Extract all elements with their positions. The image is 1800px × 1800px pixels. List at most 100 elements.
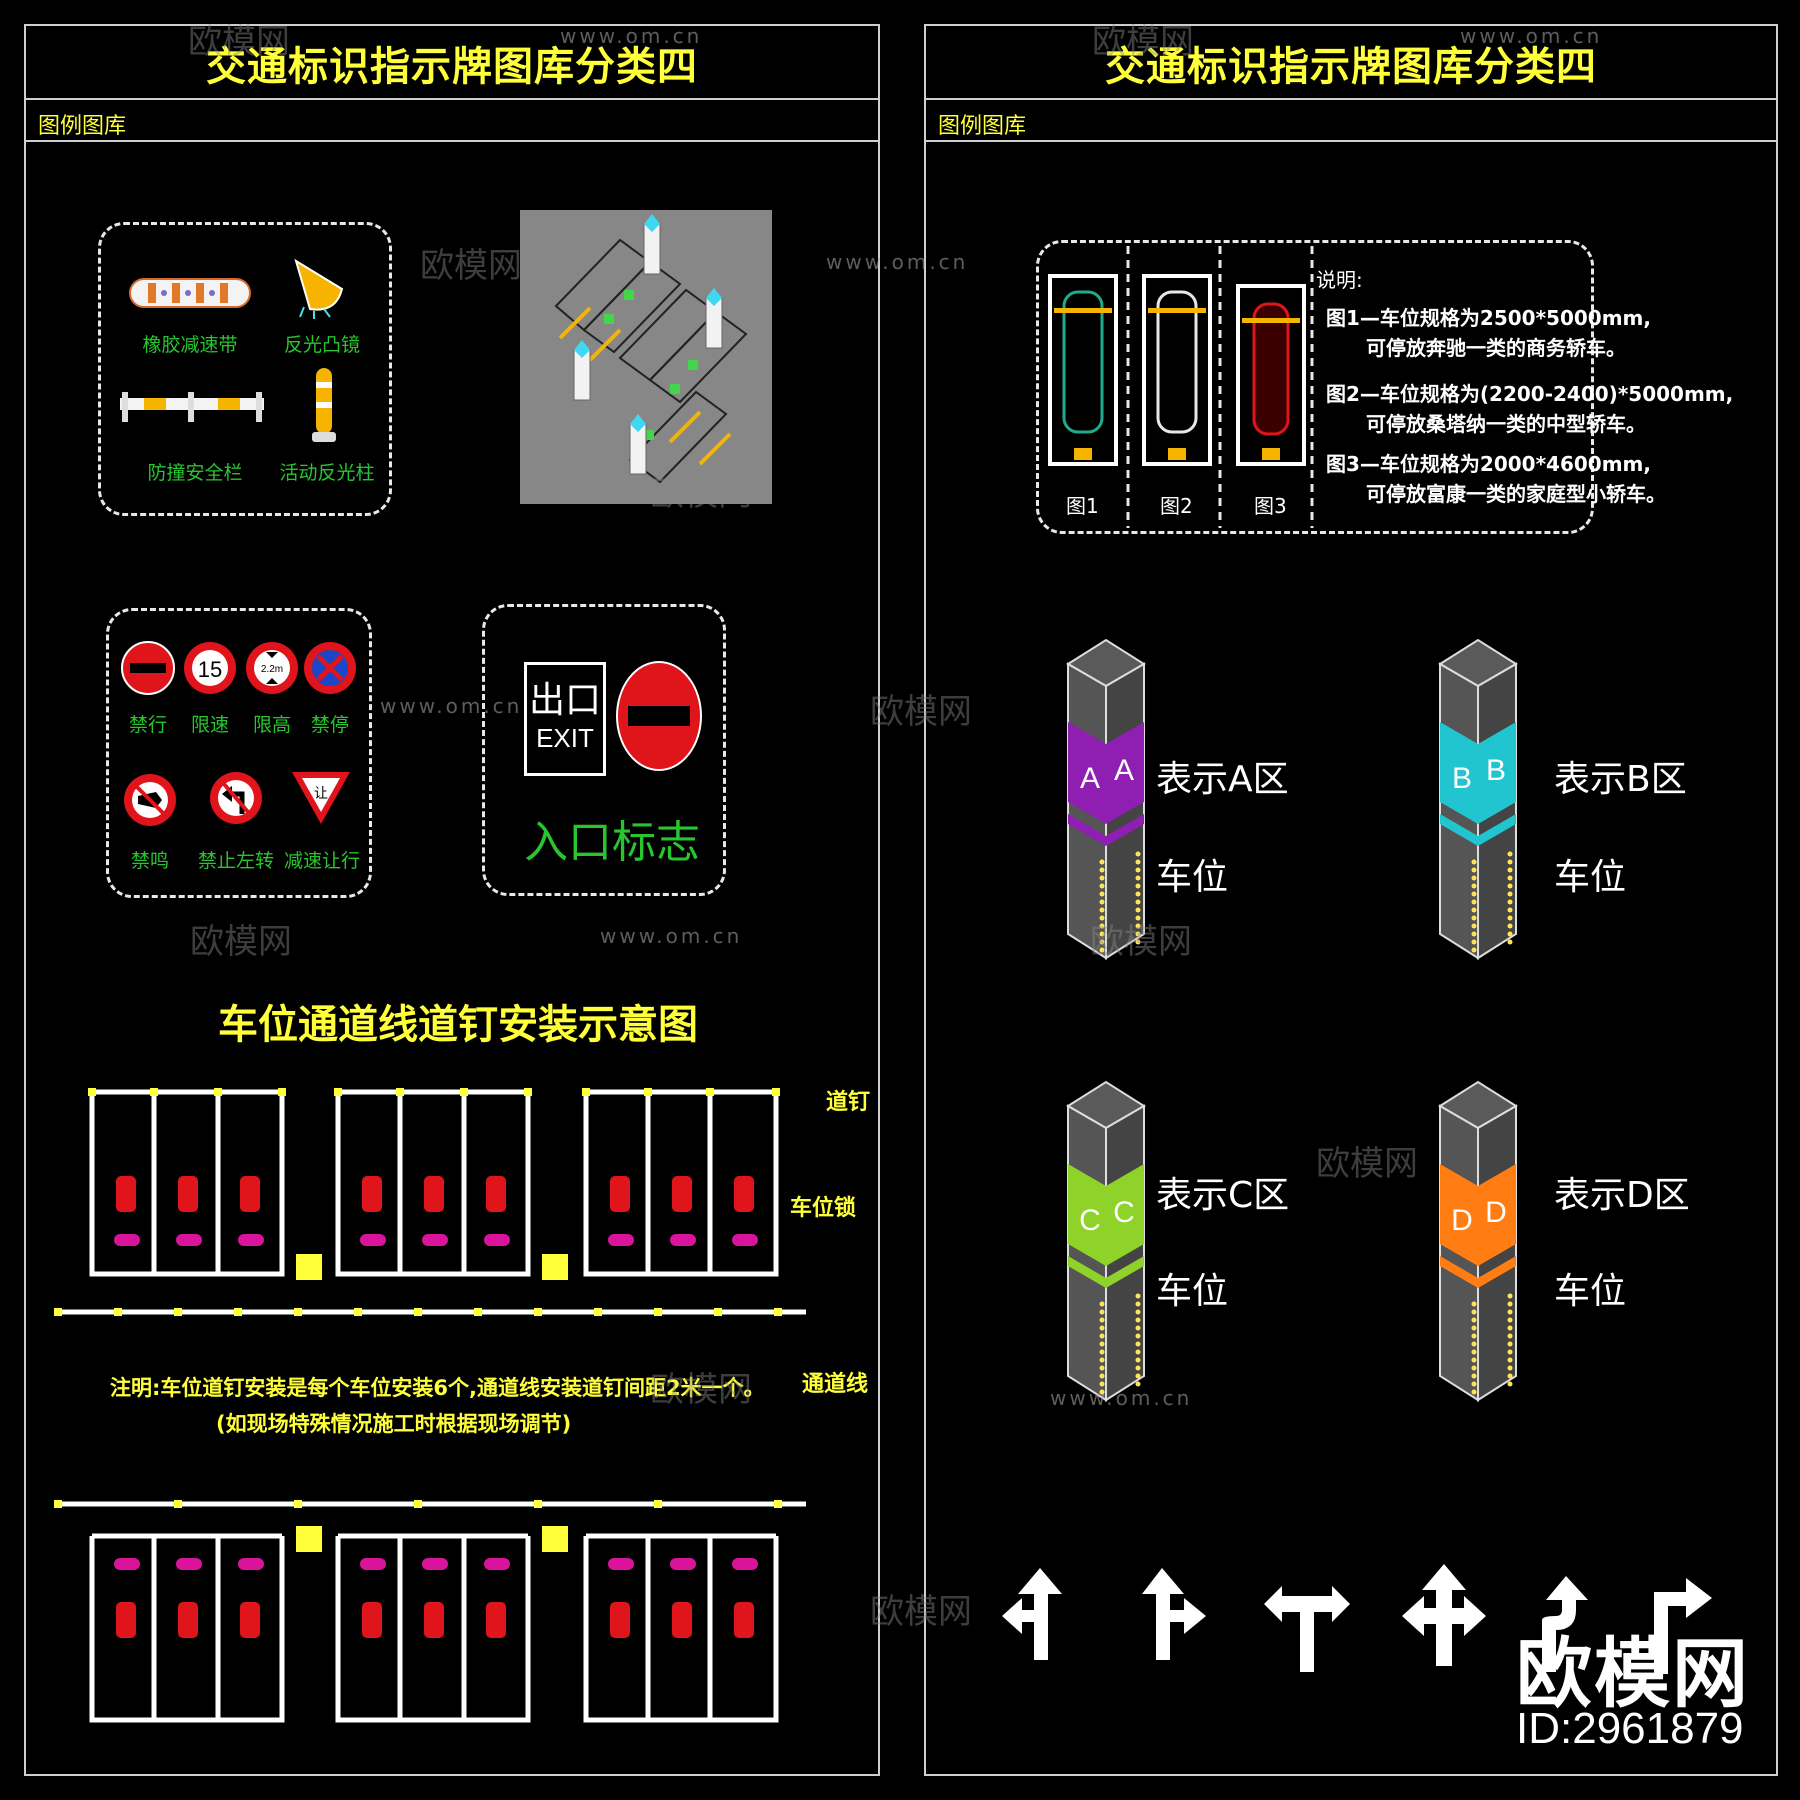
watermark-brand-1: 欧模网 bbox=[188, 22, 290, 62]
crash-barrier-icon bbox=[120, 392, 264, 422]
speed-bump-icon bbox=[129, 278, 251, 308]
label-speed-bump: 橡胶减速带 bbox=[142, 334, 238, 356]
arrow-turn-right-icon bbox=[1654, 1578, 1712, 1674]
spec-dividers bbox=[1126, 246, 1314, 528]
spec-desc-title: 说明: bbox=[1316, 268, 1363, 292]
left-title-row: 交通标识指示牌图库分类四 bbox=[26, 26, 878, 100]
car-fig2-icon bbox=[1142, 274, 1212, 466]
label-reflective-post: 活动反光柱 bbox=[279, 462, 375, 484]
svg-text:C: C bbox=[1079, 1204, 1101, 1237]
watermark-brand-9: 欧模网 bbox=[650, 1370, 752, 1410]
stud-note-line1: 注明:车位道钉安装是每个车位安装6个,通道线安装道钉间距2米一个。 bbox=[110, 1376, 765, 1400]
watermark-brand-2: 欧模网 bbox=[1092, 22, 1194, 62]
label-height-limit: 限高 bbox=[252, 714, 291, 736]
left-panel-subtitle: 图例图库 bbox=[38, 114, 127, 139]
spec-desc-6: 可停放富康一类的家庭型小轿车。 bbox=[1366, 482, 1666, 506]
fig2-label: 图2 bbox=[1160, 494, 1193, 518]
watermark-brand-4: 欧模网 bbox=[650, 474, 752, 514]
svg-text:D: D bbox=[1485, 1196, 1507, 1229]
exit-sign-en: EXIT bbox=[536, 723, 594, 753]
left-panel-title: 交通标识指示牌图库分类四 bbox=[206, 44, 698, 90]
pillar-c-zone: 表示C区 bbox=[1156, 1175, 1290, 1216]
watermark-site-2: www.om.cn bbox=[1460, 24, 1603, 48]
stud-diagram-bottom bbox=[54, 1500, 806, 1723]
label-yield: 减速让行 bbox=[283, 850, 360, 872]
safety-items-box bbox=[98, 222, 392, 516]
label-convex-mirror: 反光凸镜 bbox=[283, 334, 360, 356]
pillar-c-spot: 车位 bbox=[1156, 1271, 1229, 1312]
fig1-label: 图1 bbox=[1066, 494, 1099, 518]
right-panel-subtitle: 图例图库 bbox=[938, 114, 1027, 139]
car-fig1-icon bbox=[1048, 274, 1118, 466]
arrow-left-right-icon bbox=[1264, 1586, 1350, 1672]
sign-height-limit-icon: 2.2m bbox=[246, 642, 298, 694]
label-no-parking: 禁停 bbox=[310, 714, 349, 736]
convex-mirror-icon bbox=[294, 258, 344, 319]
stud-diagram-title: 车位通道线道钉安装示意图 bbox=[218, 1002, 698, 1048]
watermark-brand-6: 欧模网 bbox=[190, 922, 292, 962]
entrance-sign-caption: 入口标志 bbox=[524, 817, 700, 868]
pillar-d-spot: 车位 bbox=[1554, 1271, 1627, 1312]
svg-text:B: B bbox=[1486, 754, 1506, 787]
traffic-signs-box bbox=[106, 608, 372, 898]
pillar-d-zone: 表示D区 bbox=[1554, 1175, 1690, 1216]
arrow-all-directions-icon bbox=[1402, 1564, 1486, 1666]
arrow-straight-right-icon bbox=[1142, 1568, 1206, 1660]
no-entry-large-icon bbox=[616, 661, 702, 771]
label-parking-lock: 车位锁 bbox=[790, 1196, 857, 1221]
svg-text:D: D bbox=[1451, 1204, 1473, 1237]
pillar-a-spot: 车位 bbox=[1156, 857, 1229, 898]
sign-no-parking-icon bbox=[304, 642, 356, 694]
watermark-brand-10: 欧模网 bbox=[870, 1592, 972, 1632]
parking-render-image bbox=[520, 210, 772, 504]
stud-note-line2: (如现场特殊情况施工时根据现场调节) bbox=[216, 1412, 572, 1436]
svg-text:B: B bbox=[1452, 762, 1472, 795]
watermark-site-5: www.om.cn bbox=[600, 924, 743, 948]
label-no-entry: 禁行 bbox=[128, 714, 167, 736]
sign-speed-limit-icon: 15 bbox=[184, 642, 236, 694]
label-crash-barrier: 防撞安全栏 bbox=[147, 462, 243, 484]
sign-no-horn-icon bbox=[124, 774, 176, 826]
left-subtitle-row: 图例图库 bbox=[26, 100, 878, 142]
height-limit-text: 2.2m bbox=[261, 664, 283, 675]
spec-desc-3: 图2—车位规格为(2200-2400)*5000mm, bbox=[1326, 382, 1734, 406]
stud-diagram-top bbox=[54, 1088, 806, 1316]
arrow-straight-left-icon bbox=[1002, 1568, 1062, 1660]
pillar-b-spot: 车位 bbox=[1554, 857, 1627, 898]
exit-sign-box bbox=[482, 604, 726, 896]
label-lane-line: 通道线 bbox=[802, 1372, 869, 1397]
image-id-label: ID:2961879 bbox=[1516, 1704, 1744, 1753]
label-no-left-turn: 禁止左转 bbox=[197, 850, 274, 872]
pillar-a-zone: 表示A区 bbox=[1156, 759, 1289, 800]
exit-sign: 出口 EXIT bbox=[524, 662, 606, 776]
svg-text:A: A bbox=[1114, 754, 1134, 787]
right-subtitle-row: 图例图库 bbox=[926, 100, 1776, 142]
watermark-site-4: www.om.cn bbox=[380, 694, 523, 718]
right-panel: 交通标识指示牌图库分类四 图例图库 bbox=[924, 24, 1778, 1776]
fig3-label: 图3 bbox=[1254, 494, 1287, 518]
svg-text:A: A bbox=[1080, 762, 1100, 795]
speed-limit-text: 15 bbox=[198, 657, 222, 682]
svg-text:C: C bbox=[1113, 1196, 1135, 1229]
watermark-site-1: www.om.cn bbox=[560, 24, 703, 48]
spec-desc-2: 可停放奔驰一类的商务轿车。 bbox=[1366, 336, 1626, 360]
arrow-uturn-icon bbox=[1542, 1576, 1588, 1672]
sign-no-entry-icon bbox=[121, 641, 175, 695]
exit-sign-cn: 出口 bbox=[528, 680, 601, 721]
pillar-b-zone: 表示B区 bbox=[1554, 759, 1687, 800]
watermark-brand-5: 欧模网 bbox=[870, 692, 972, 732]
spec-desc-4: 可停放桑塔纳一类的中型轿车。 bbox=[1366, 412, 1646, 436]
watermark-site-6: www.om.cn bbox=[1050, 1386, 1193, 1410]
spec-desc-5: 图3—车位规格为2000*4600mm, bbox=[1326, 452, 1651, 476]
label-stud: 道钉 bbox=[826, 1090, 871, 1115]
right-title-row: 交通标识指示牌图库分类四 bbox=[926, 26, 1776, 100]
sign-yield-icon: 让 bbox=[292, 772, 350, 824]
label-speed-limit: 限速 bbox=[190, 714, 229, 736]
parking-spec-box bbox=[1036, 240, 1594, 534]
watermark-brand-8: 欧模网 bbox=[1316, 1144, 1418, 1184]
watermark-site-3: www.om.cn bbox=[826, 250, 969, 274]
car-fig3-icon bbox=[1236, 284, 1306, 466]
